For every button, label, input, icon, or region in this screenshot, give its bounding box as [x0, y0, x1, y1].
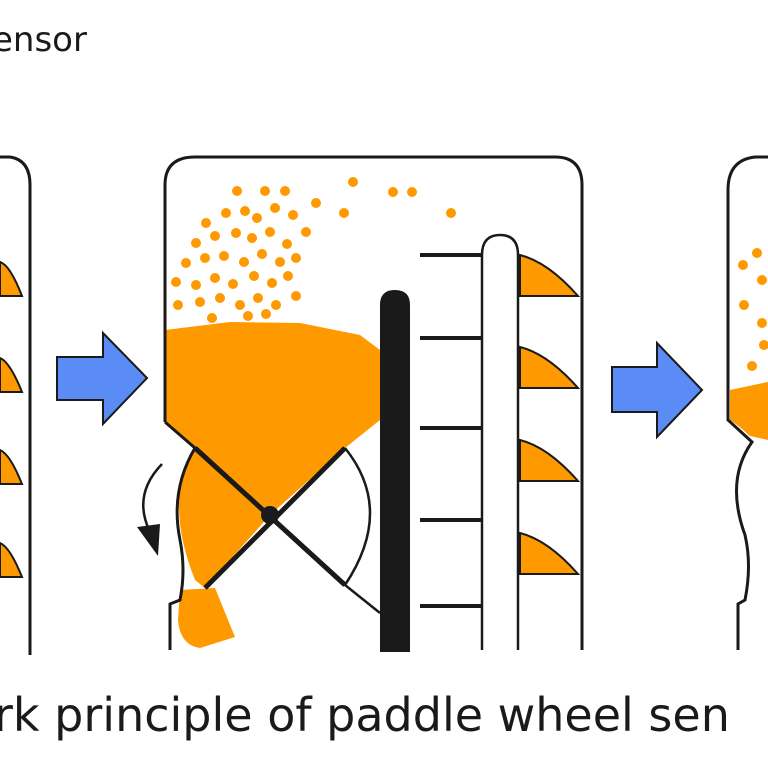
inner-tube	[480, 233, 520, 650]
right-particles	[738, 248, 768, 371]
rotation-arrow-head	[137, 524, 160, 556]
left-shelf	[0, 541, 24, 578]
hopper-left	[164, 420, 197, 650]
right-shelf	[519, 531, 581, 575]
right-panel-outline	[726, 155, 768, 650]
caption: rk principle of paddle wheel sen	[0, 688, 730, 742]
top-label: ensor	[0, 20, 87, 60]
particles	[171, 177, 456, 323]
right-shelf	[519, 438, 581, 482]
left-panel-outline	[0, 155, 32, 655]
left-panel	[0, 155, 32, 655]
right-panel	[726, 155, 768, 650]
left-shelf	[0, 448, 24, 485]
falling-material-bottom	[178, 588, 235, 648]
right-arrow-icon	[611, 340, 704, 440]
paddle-hub	[261, 506, 279, 524]
sensor-shaft	[380, 290, 410, 652]
left-shelf	[0, 356, 24, 393]
right-shelf	[519, 345, 581, 389]
rotation-arrow-icon	[142, 463, 163, 533]
container-outline	[163, 155, 584, 650]
right-arrow-icon	[56, 330, 149, 427]
falling-material	[179, 448, 270, 588]
middle-panel	[137, 155, 584, 652]
housing-arc	[343, 447, 381, 614]
left-shelf	[0, 260, 24, 297]
right-material	[730, 382, 768, 440]
right-shelf	[519, 253, 581, 297]
